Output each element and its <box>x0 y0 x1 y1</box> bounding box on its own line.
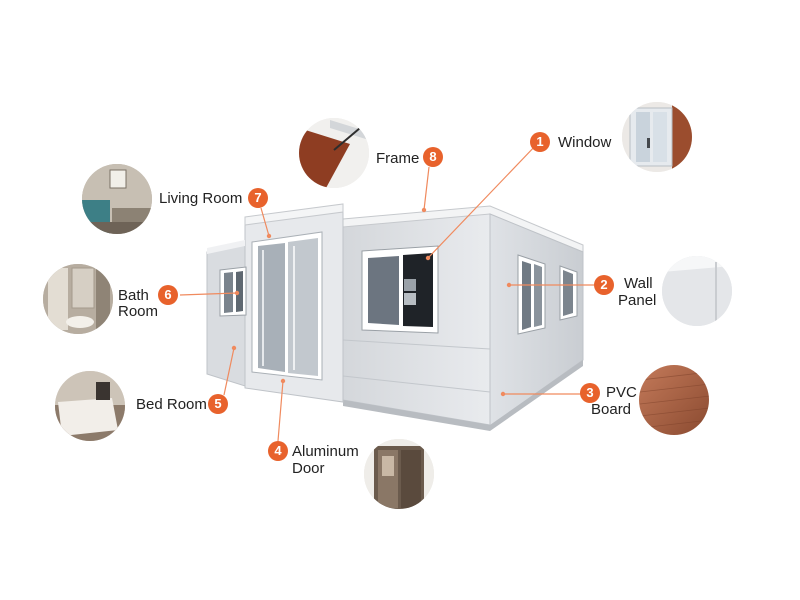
callout-label-frame: Frame <box>376 150 420 167</box>
sliding-door <box>251 231 323 381</box>
callout-label-room: Room <box>118 303 159 320</box>
callout-badge-8: 8 <box>423 147 443 167</box>
callout-badge-6: 6 <box>158 285 178 305</box>
callout-badge-3: 3 <box>580 383 600 403</box>
side-windows <box>517 254 578 335</box>
window-detail-photo <box>622 102 692 172</box>
callout-label-aluminum: Aluminum <box>292 443 359 460</box>
bath-room-photo <box>43 264 113 334</box>
callout-label-living-room: Living Room <box>159 190 243 207</box>
callout-badge-4: 4 <box>268 441 288 461</box>
callout-label-bed-room: Bed Room <box>136 396 207 413</box>
callout-badge-2: 2 <box>594 275 614 295</box>
callout-label-window: Window <box>558 134 612 151</box>
callout-badge-5: 5 <box>208 394 228 414</box>
callout-label-bath: Bath <box>118 287 149 304</box>
callout-badge-1: 1 <box>530 132 550 152</box>
bed-room-photo <box>55 371 125 441</box>
pvc-board-detail-photo <box>639 365 709 435</box>
frame-detail-photo <box>299 118 369 188</box>
front-window <box>361 245 439 334</box>
callout-badge-7: 7 <box>248 188 268 208</box>
leader-lines <box>179 142 594 442</box>
callout-label-panel: Panel <box>618 292 657 309</box>
anchor-dots <box>231 207 512 397</box>
left-window <box>219 266 247 317</box>
house-bottom-rail <box>343 360 583 431</box>
callout-label-pvc: PVC <box>606 384 637 401</box>
callout-label-door: Door <box>292 460 325 477</box>
aluminum-door-detail-photo <box>364 439 434 509</box>
living-room-photo <box>82 164 152 234</box>
callout-label-board: Board <box>591 401 632 418</box>
wall-panel-detail-photo <box>662 256 732 326</box>
callout-label-wall: Wall <box>624 275 653 292</box>
container-house <box>206 203 584 431</box>
